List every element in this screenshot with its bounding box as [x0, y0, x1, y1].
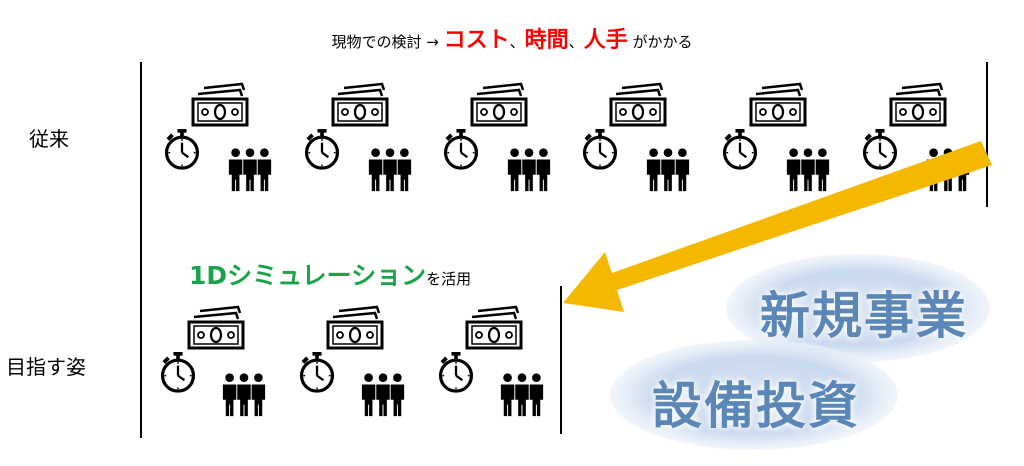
- stopwatch-icon: [436, 351, 476, 393]
- header-separator: 、: [568, 33, 584, 51]
- new-business-text: 新規事業: [760, 287, 968, 345]
- resource-unit: [297, 305, 417, 385]
- resource-unit: [302, 82, 422, 162]
- money-bill-icon: [464, 305, 524, 351]
- stopwatch-icon: [302, 128, 342, 170]
- row-label-conventional: 従来: [29, 127, 69, 151]
- people-group-icon: [505, 146, 553, 194]
- people-group-icon: [226, 146, 274, 194]
- header-people: 人手: [583, 28, 628, 53]
- header-time: 時間: [524, 28, 569, 53]
- bubbles-layer: [610, 254, 990, 450]
- row-label-target: 目指す姿: [6, 355, 86, 379]
- money-bill-icon: [608, 82, 668, 128]
- money-bill-icon: [469, 82, 529, 128]
- left-axis-line: [140, 62, 142, 438]
- arrow-layer: [563, 141, 992, 312]
- yellow-arrow-icon: [563, 141, 992, 312]
- stopwatch-icon: [162, 128, 202, 170]
- capital-investment-bubble: [610, 340, 898, 450]
- resource-unit: [158, 305, 278, 385]
- money-bill-icon: [325, 305, 385, 351]
- simulation-highlight: 1Dシミュレーション: [189, 261, 427, 290]
- resource-unit: [162, 82, 282, 162]
- header-cost: コスト: [443, 28, 510, 53]
- resource-unit: [436, 305, 556, 385]
- money-bill-icon: [186, 305, 246, 351]
- resource-unit: [441, 82, 561, 162]
- stopwatch-icon: [441, 128, 481, 170]
- new-business-bubble: [726, 254, 990, 362]
- money-bill-icon: [190, 82, 250, 128]
- stopwatch-icon: [297, 351, 337, 393]
- people-group-icon: [498, 371, 546, 419]
- header-prefix: 現物での検討 →: [331, 33, 444, 51]
- people-group-icon: [220, 371, 268, 419]
- people-group-icon: [359, 371, 407, 419]
- header-separator: 、: [509, 33, 525, 51]
- money-bill-icon: [748, 82, 808, 128]
- conventional-end-line: [986, 62, 988, 207]
- people-group-icon: [366, 146, 414, 194]
- money-bill-icon: [888, 82, 948, 128]
- money-bill-icon: [330, 82, 390, 128]
- stopwatch-icon: [158, 351, 198, 393]
- header-statement: 現物での検討 → コスト、時間、人手 がかかる: [0, 22, 1024, 54]
- simulation-label: 1Dシミュレーションを活用: [189, 256, 471, 292]
- simulation-suffix: を活用: [426, 270, 472, 288]
- target-end-line: [560, 286, 562, 434]
- header-suffix: がかかる: [627, 33, 693, 51]
- capital-investment-text: 設備投資: [652, 377, 860, 435]
